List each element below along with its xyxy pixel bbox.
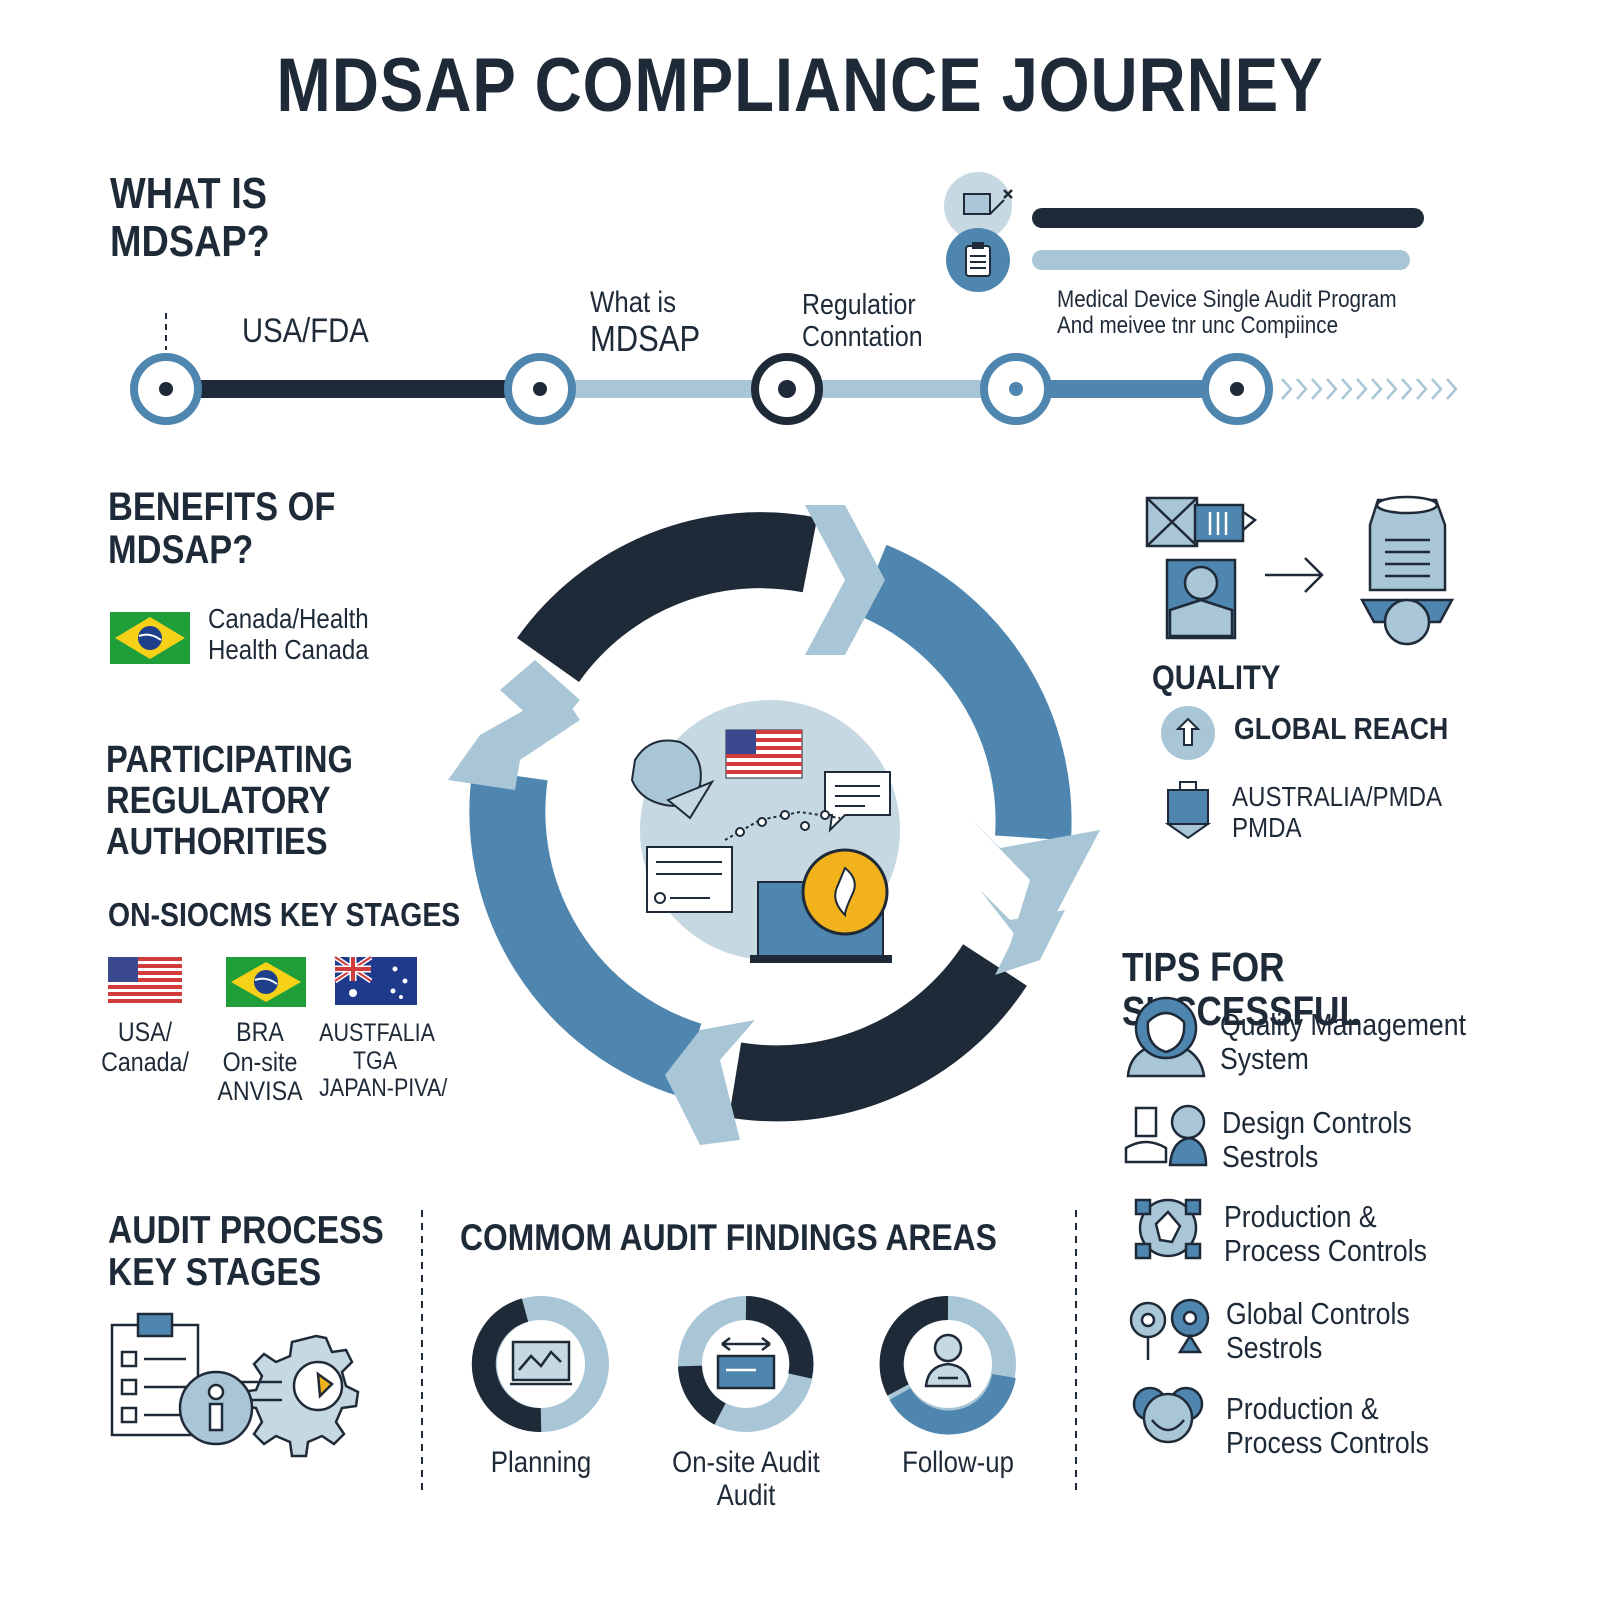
usa-flag-icon	[108, 957, 182, 1003]
timeline-node-2	[504, 353, 576, 425]
team-icon	[1132, 1386, 1204, 1444]
country-usa: USA/Canada/	[101, 1017, 189, 1077]
cycle-arc-left	[469, 769, 702, 1097]
transfer-icon	[716, 1337, 776, 1390]
person-icon	[1126, 996, 1206, 1078]
finding-follow-up: Follow-up	[902, 1446, 1014, 1479]
clipboard-icon	[946, 228, 1010, 292]
planning-donut	[471, 1296, 609, 1433]
mail-icon	[1145, 496, 1258, 548]
australia-flag-icon	[333, 954, 417, 1005]
shield-badge-icon	[801, 848, 889, 936]
cycle-arc-top	[516, 512, 818, 683]
server-icon	[1359, 495, 1455, 646]
global-icon	[1129, 1298, 1210, 1360]
timeline-label-usa: USA/FDA	[242, 312, 369, 350]
production-icon	[1134, 1198, 1202, 1260]
page-title: MDSAP COMPLIANCE JOURNEY	[276, 43, 1324, 128]
timeline-node-3	[751, 353, 823, 425]
briefcase-icon	[1164, 781, 1212, 840]
document-icon	[646, 846, 733, 913]
tips-heading: TIPS FOR SUCCESSFUL	[1122, 944, 1362, 1035]
cycle-arc-bottom	[728, 943, 1027, 1122]
brazil-flag-icon	[110, 612, 190, 664]
follow-up-donut	[879, 1295, 1016, 1435]
design-icon	[1124, 1104, 1208, 1167]
findings-heading: COMMOM AUDIT FINDINGS AREAS	[460, 1217, 997, 1258]
quality-label: QUALITY	[1152, 659, 1281, 697]
user-badge-icon	[178, 1370, 254, 1446]
screen-icon	[944, 172, 1013, 240]
finding-planning: Planning	[490, 1446, 592, 1479]
worker-icon	[924, 1333, 972, 1388]
timeline-node-1	[130, 353, 202, 425]
cycle-chevrons	[448, 505, 1100, 1145]
tip-production-controls: Production &Process Controls	[1224, 1199, 1427, 1269]
brazil-flag-icon-2	[226, 957, 306, 1007]
global-reach-icon	[1161, 706, 1215, 760]
dark-bar	[1032, 208, 1424, 228]
global-reach-label: GLOBAL REACH	[1234, 711, 1449, 746]
timeline-node-4	[980, 353, 1052, 425]
timeline-node-5	[1201, 353, 1273, 425]
key-stages-heading: ON-SIOCMS KEY STAGES	[108, 896, 461, 933]
light-bar	[1032, 250, 1410, 270]
usa-flag-center-icon	[725, 729, 803, 779]
gear-icon	[240, 1334, 360, 1458]
network-icon	[724, 810, 841, 841]
onsite-audit-donut	[678, 1296, 814, 1432]
inbox-icon	[1165, 558, 1237, 640]
timeline-chevrons	[1281, 378, 1458, 400]
arrow-right-icon	[1265, 557, 1324, 593]
cycle-arc-right	[857, 544, 1072, 841]
tip-production-controls-2: Production &Process Controls	[1226, 1391, 1429, 1461]
globe-icon	[630, 739, 715, 820]
chart-frame-icon	[510, 1340, 572, 1386]
